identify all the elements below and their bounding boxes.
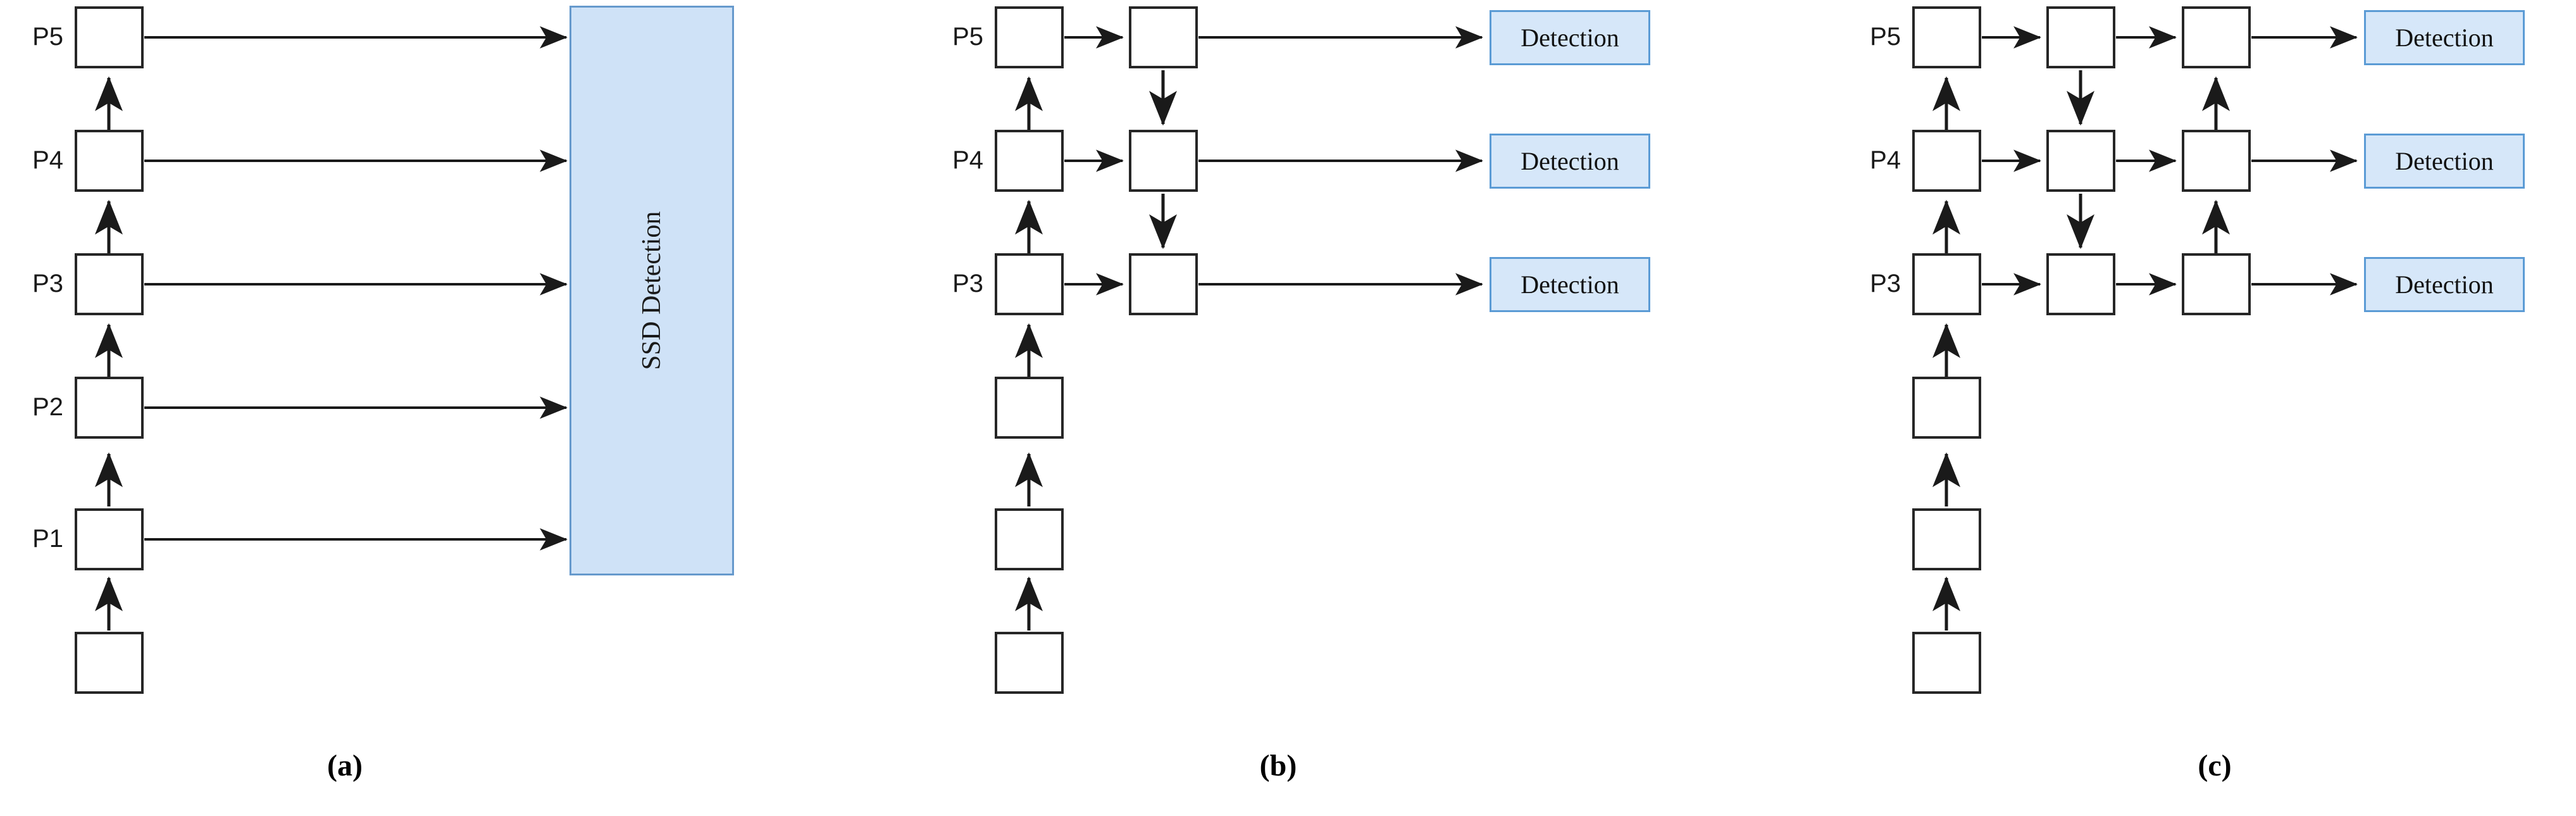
- panel-b: P5 P4 P3 Detection Detection Detection (…: [873, 0, 1708, 816]
- feature-node: [995, 253, 1064, 315]
- feature-node: [1912, 377, 1981, 439]
- detection-box: Detection: [1490, 257, 1650, 312]
- level-label-p4: P4: [32, 146, 63, 174]
- level-label-p5: P5: [952, 23, 983, 51]
- feature-node: [2182, 253, 2251, 315]
- feature-node: [2046, 130, 2115, 192]
- feature-node: [995, 377, 1064, 439]
- panel-a: P5 P4 P3 P2 P1 SSD Detection (a): [0, 0, 873, 816]
- feature-node: [75, 253, 144, 315]
- feature-node: [1912, 632, 1981, 694]
- feature-node: [995, 508, 1064, 570]
- feature-node: [1912, 253, 1981, 315]
- panel-caption-c: (c): [2198, 749, 2232, 782]
- level-label-p5: P5: [1870, 23, 1901, 51]
- feature-node: [2046, 253, 2115, 315]
- ssd-detection-block: SSD Detection: [569, 6, 734, 575]
- panel-c-connectors: [1932, 26, 2358, 631]
- feature-node: [1912, 508, 1981, 570]
- feature-node: [995, 130, 1064, 192]
- level-label-p4: P4: [952, 146, 983, 174]
- ssd-detection-label: SSD Detection: [637, 211, 666, 370]
- level-label-p4: P4: [1870, 146, 1901, 174]
- feature-node: [1129, 253, 1198, 315]
- feature-node: [75, 632, 144, 694]
- feature-node: [2046, 6, 2115, 68]
- level-label-p5: P5: [32, 23, 63, 51]
- detection-box: Detection: [2364, 10, 2525, 65]
- level-label-p1: P1: [32, 525, 63, 553]
- feature-node: [995, 6, 1064, 68]
- panel-c: P5 P4 P3 Detection Detection Detection (…: [1708, 0, 2576, 816]
- panel-caption-a: (a): [327, 749, 363, 782]
- feature-node: [75, 377, 144, 439]
- level-label-p2: P2: [32, 393, 63, 421]
- detection-box: Detection: [1490, 134, 1650, 189]
- level-label-p3: P3: [1870, 270, 1901, 298]
- panel-a-connectors: [95, 26, 568, 631]
- feature-node: [1129, 130, 1198, 192]
- feature-node: [995, 632, 1064, 694]
- feature-node: [1912, 6, 1981, 68]
- panel-b-connectors: [1015, 26, 1483, 631]
- feature-node: [75, 6, 144, 68]
- detection-box: Detection: [2364, 257, 2525, 312]
- feature-node: [75, 130, 144, 192]
- level-label-p3: P3: [32, 270, 63, 298]
- detection-box: Detection: [1490, 10, 1650, 65]
- panel-caption-b: (b): [1259, 749, 1297, 782]
- feature-node: [1912, 130, 1981, 192]
- feature-node: [2182, 6, 2251, 68]
- detection-box: Detection: [2364, 134, 2525, 189]
- feature-node: [1129, 6, 1198, 68]
- level-label-p3: P3: [952, 270, 983, 298]
- feature-node: [75, 508, 144, 570]
- feature-node: [2182, 130, 2251, 192]
